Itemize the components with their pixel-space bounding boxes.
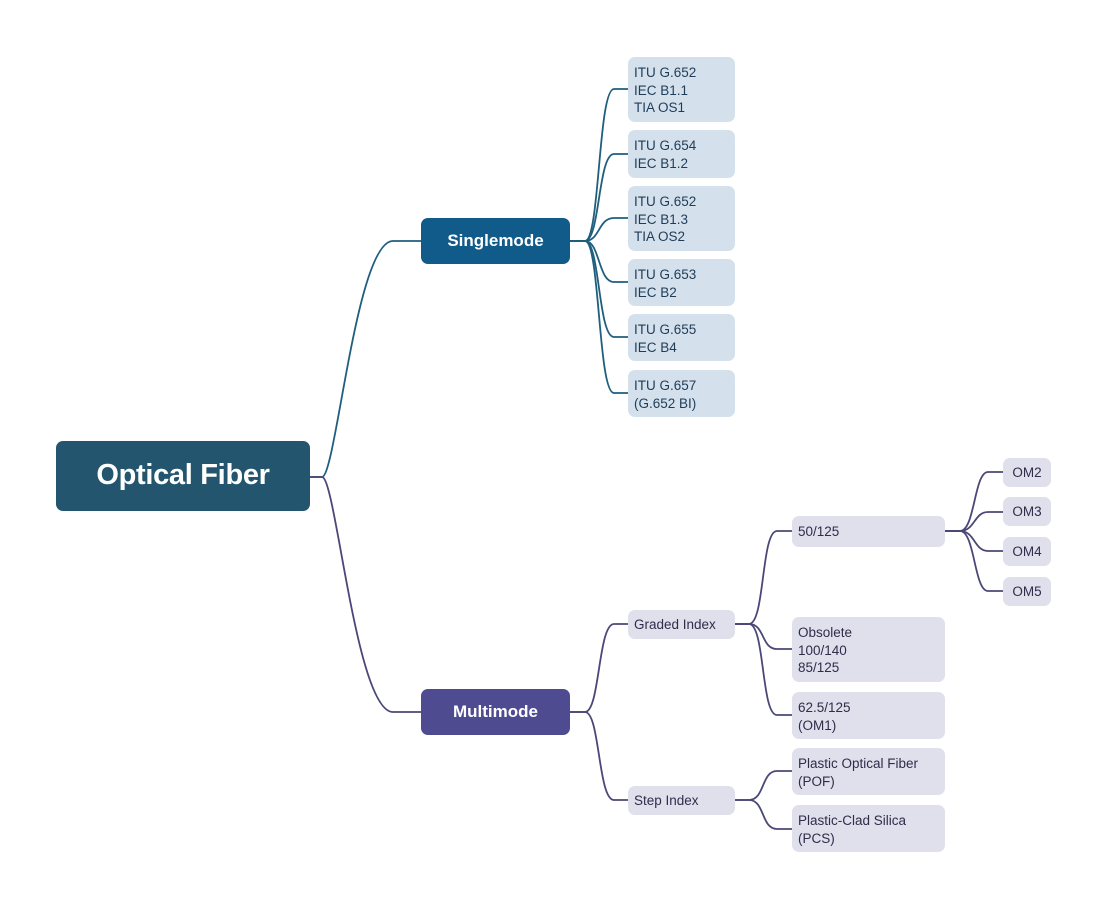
- singlemode-item[interactable]: ITU G.652 IEC B1.3 TIA OS2: [628, 186, 735, 251]
- singlemode-node[interactable]: Singlemode: [421, 218, 570, 264]
- step-item-pof[interactable]: Plastic Optical Fiber (POF): [792, 748, 945, 795]
- link-mm-graded: [569, 623, 630, 713]
- item-line: ITU G.652: [634, 65, 697, 80]
- root-node[interactable]: Optical Fiber: [56, 441, 310, 511]
- singlemode-item[interactable]: ITU G.654 IEC B1.2: [628, 130, 735, 178]
- graded-index-node[interactable]: Graded Index: [628, 610, 735, 639]
- om-node[interactable]: OM4: [1003, 537, 1051, 566]
- link-mm-step: [569, 711, 630, 801]
- link-graded-625: [733, 623, 794, 716]
- link-sm-6: [569, 240, 630, 394]
- om-node[interactable]: OM2: [1003, 458, 1051, 487]
- item-line: 50/125: [798, 523, 840, 539]
- item-line: ITU G.653: [634, 267, 697, 282]
- link-om4: [944, 530, 1004, 552]
- singlemode-item[interactable]: ITU G.653 IEC B2: [628, 259, 735, 306]
- link-sm-4: [569, 240, 630, 283]
- graded-index-label: Graded Index: [634, 616, 716, 632]
- item-line: IEC B1.3: [634, 211, 689, 227]
- singlemode-item[interactable]: ITU G.652 IEC B1.1 TIA OS1: [628, 57, 735, 122]
- item-line: Plastic-Clad Silica: [798, 813, 907, 828]
- item-line: IEC B1.1: [634, 82, 689, 98]
- item-line: 100/140: [798, 642, 847, 658]
- item-line: ITU G.652: [634, 194, 697, 209]
- link-root-multimode: [309, 476, 424, 713]
- link-sm-3: [569, 217, 630, 242]
- item-line: Plastic Optical Fiber: [798, 756, 919, 771]
- item-line: IEC B2: [634, 284, 677, 300]
- singlemode-item[interactable]: ITU G.657 (G.652 BI): [628, 370, 735, 417]
- link-root-singlemode: [309, 240, 424, 478]
- item-line: (PCS): [798, 830, 835, 846]
- link-step-pof: [733, 770, 794, 801]
- item-line: TIA OS1: [634, 100, 686, 115]
- link-graded-50: [733, 530, 794, 625]
- item-line: 85/125: [798, 660, 840, 675]
- item-line: ITU G.654: [634, 138, 697, 153]
- item-line: (OM1): [798, 717, 837, 733]
- item-line: 62.5/125: [798, 700, 851, 715]
- link-om5: [944, 530, 1004, 592]
- item-line: (G.652 BI): [634, 395, 697, 411]
- item-line: IEC B1.2: [634, 155, 689, 171]
- item-line: TIA OS2: [634, 229, 686, 244]
- step-item-pcs[interactable]: Plastic-Clad Silica (PCS): [792, 805, 945, 852]
- singlemode-item[interactable]: ITU G.655 IEC B4: [628, 314, 735, 361]
- item-line: (POF): [798, 773, 835, 789]
- graded-item-50-125[interactable]: 50/125: [792, 516, 945, 547]
- link-om3: [944, 511, 1004, 532]
- item-line: ITU G.657: [634, 378, 697, 393]
- graded-item-obsolete[interactable]: Obsolete 100/140 85/125: [792, 617, 945, 682]
- item-line: Obsolete: [798, 625, 853, 640]
- step-index-label: Step Index: [634, 792, 699, 808]
- step-index-node[interactable]: Step Index: [628, 786, 735, 815]
- om-node[interactable]: OM5: [1003, 577, 1051, 606]
- item-line: ITU G.655: [634, 322, 697, 337]
- link-step-pcs: [733, 799, 794, 830]
- multimode-node[interactable]: Multimode: [421, 689, 570, 735]
- graded-item-62-5[interactable]: 62.5/125 (OM1): [792, 692, 945, 739]
- link-graded-obsolete: [733, 623, 794, 650]
- item-line: IEC B4: [634, 339, 677, 355]
- om-node[interactable]: OM3: [1003, 497, 1051, 526]
